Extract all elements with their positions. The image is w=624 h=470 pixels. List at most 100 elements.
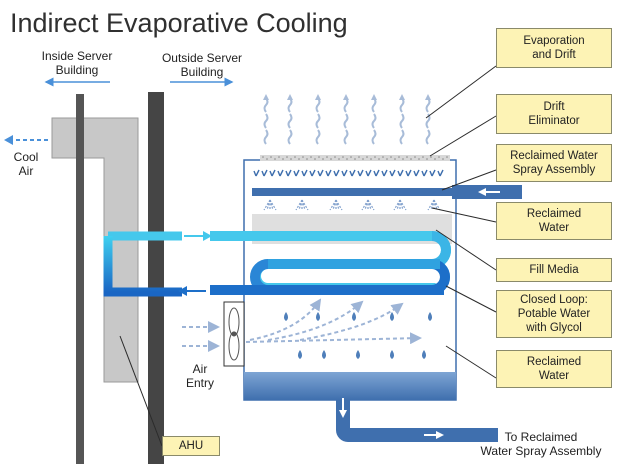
chevron [325, 169, 332, 177]
evaporation-wave [343, 129, 349, 145]
chevron [437, 169, 444, 177]
water-drop [316, 312, 320, 321]
evaporation-wave [287, 113, 293, 129]
evaporation-wave [399, 113, 405, 129]
reclaimed-water-basin [244, 372, 456, 400]
water-drop [322, 350, 326, 359]
evaporation-arrowhead [263, 94, 269, 100]
evaporation-wave [399, 97, 405, 113]
drift-chevrons [253, 169, 444, 177]
spray-jet [335, 199, 343, 211]
evaporation-wave [287, 129, 293, 145]
spray-nozzles [263, 199, 441, 211]
evaporation-wave [315, 97, 321, 113]
drain-down-arrow [339, 398, 347, 418]
chevron [341, 169, 348, 177]
evaporation-wave [315, 129, 321, 145]
cool-air-arrow [4, 135, 48, 145]
chevron [277, 169, 284, 177]
evaporation-wave [399, 129, 405, 145]
spray-jet [399, 199, 407, 211]
fan-unit [223, 301, 245, 367]
chevron [365, 169, 372, 177]
chevron [381, 169, 388, 177]
spray-jet [433, 199, 441, 211]
evaporation-wave [425, 129, 431, 145]
coil-flow-arrow-out [178, 286, 206, 296]
evaporation-wave [371, 129, 377, 145]
air-flow-arrows [182, 298, 422, 352]
evaporation-arrows [263, 94, 431, 145]
water-drop [428, 312, 432, 321]
evaporation-wave [371, 97, 377, 113]
chevron [317, 169, 324, 177]
chevron [397, 169, 404, 177]
spray-assembly-pipe [252, 188, 452, 196]
evaporation-wave [263, 113, 269, 129]
chevron [253, 169, 260, 177]
spray-jet [301, 199, 309, 211]
chevron [421, 169, 428, 177]
chevron [389, 169, 396, 177]
spray-jet [367, 199, 375, 211]
chevron [373, 169, 380, 177]
chevron [405, 169, 412, 177]
callout-leaders [119, 65, 497, 447]
inside-wall [76, 94, 84, 464]
closed-loop-coil [103, 231, 451, 297]
drain-pipe [336, 400, 498, 442]
chevron [349, 169, 356, 177]
drift-eliminator-dots [262, 156, 448, 160]
chevron [333, 169, 340, 177]
water-drop [390, 350, 394, 359]
drift-eliminator [260, 155, 450, 161]
evaporation-wave [343, 113, 349, 129]
chevron [357, 169, 364, 177]
water-drop [422, 350, 426, 359]
water-drop [298, 350, 302, 359]
evaporation-wave [287, 97, 293, 113]
evaporation-wave [425, 97, 431, 113]
coil-flow-arrow-in [184, 231, 212, 241]
spray-jet [269, 199, 277, 211]
evaporation-arrowhead [315, 94, 321, 100]
evaporation-arrowhead [343, 94, 349, 100]
evaporation-arrowhead [399, 94, 405, 100]
water-drop [352, 312, 356, 321]
chevron [285, 169, 292, 177]
evaporation-wave [263, 97, 269, 113]
chevron [261, 169, 268, 177]
chevron [301, 169, 308, 177]
spray-inlet-arrow [478, 188, 500, 196]
outside-wall [148, 92, 164, 464]
evaporation-wave [371, 113, 377, 129]
evaporation-wave [263, 129, 269, 145]
evaporation-arrowhead [371, 94, 377, 100]
evaporation-wave [425, 113, 431, 129]
chevron [429, 169, 436, 177]
page-title: Indirect Evaporative Cooling [10, 8, 348, 38]
chevron [293, 169, 300, 177]
callout-ahu: AHU [162, 436, 220, 456]
ahu-duct [51, 117, 139, 383]
evaporation-arrowhead [287, 94, 293, 100]
water-drop [356, 350, 360, 359]
water-drop [284, 312, 288, 321]
evaporation-wave [343, 97, 349, 113]
chevron [413, 169, 420, 177]
evaporation-arrowhead [425, 94, 431, 100]
drain-right-arrow [424, 431, 444, 439]
callout-fill-media: Fill Media [496, 258, 612, 282]
